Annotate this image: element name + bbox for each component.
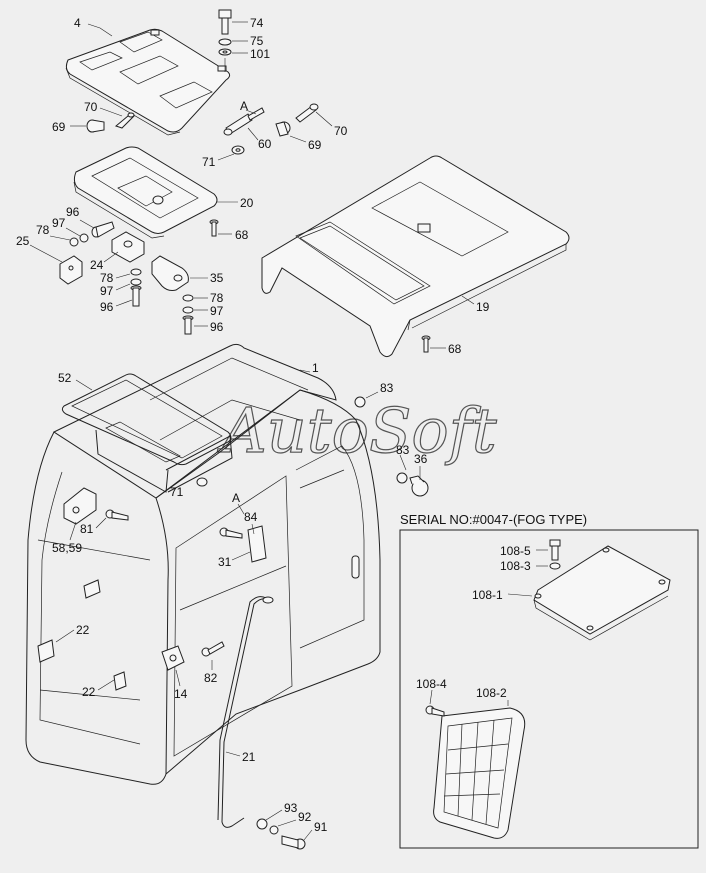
label-22-upper: 22 <box>76 623 90 637</box>
label-4: 4 <box>74 16 81 30</box>
bolt-74 <box>218 9 232 72</box>
label-71-frame: 71 <box>170 485 184 499</box>
washer-71-frame <box>196 477 208 487</box>
label-52: 52 <box>58 371 72 385</box>
bracket-35 <box>151 255 189 291</box>
pin-69-left <box>86 119 105 133</box>
label-83-lower: 83 <box>396 443 410 457</box>
bolt-108-4 <box>425 705 445 717</box>
label-75: 75 <box>250 34 264 48</box>
bolt-96-upper <box>91 221 115 238</box>
label-21: 21 <box>242 750 256 764</box>
washer-108-3 <box>549 562 561 570</box>
label-101: 101 <box>250 47 270 61</box>
bolt-82 <box>201 641 225 657</box>
fog-type-inset-box <box>399 529 699 849</box>
label-71-top: 71 <box>202 155 216 169</box>
bolt-31 <box>219 527 243 539</box>
label-82: 82 <box>204 671 218 685</box>
label-92: 92 <box>298 810 312 824</box>
label-78-lower-left: 78 <box>100 271 114 285</box>
label-97-upper: 97 <box>52 216 66 230</box>
screw-68-right <box>421 335 431 353</box>
label-74: 74 <box>250 16 264 30</box>
grommet-83-lower <box>396 472 408 484</box>
label-96-upper: 96 <box>66 205 80 219</box>
label-108-1: 108-1 <box>472 588 503 602</box>
label-20: 20 <box>240 196 254 210</box>
part-52-window-frame <box>61 373 233 493</box>
washer-97-lower-left <box>130 278 142 286</box>
grommet-83-upper <box>354 396 366 408</box>
pin-70-right <box>295 103 319 123</box>
label-91: 91 <box>314 820 328 834</box>
washer-93 <box>256 818 268 830</box>
bracket-24 <box>111 231 145 263</box>
label-97-lower-left: 97 <box>100 284 114 298</box>
washer-78-upper <box>69 237 79 247</box>
label-93: 93 <box>284 801 298 815</box>
label-22-lower: 22 <box>82 685 96 699</box>
pin-69-right <box>275 121 291 137</box>
label-84: 84 <box>244 510 258 524</box>
bolt-81 <box>105 509 129 521</box>
label-83-upper: 83 <box>380 381 394 395</box>
part-19-roof-cover <box>261 155 570 358</box>
bolt-96-right <box>182 315 194 335</box>
label-68-right: 68 <box>448 342 462 356</box>
label-108-4: 108-4 <box>416 677 447 691</box>
label-97-right: 97 <box>210 304 224 318</box>
label-70-left: 70 <box>84 100 98 114</box>
label-24: 24 <box>90 258 104 272</box>
washer-97-right <box>182 306 194 314</box>
label-69-left: 69 <box>52 120 66 134</box>
bracket-25 <box>59 255 83 285</box>
label-31: 31 <box>218 555 232 569</box>
label-108-5: 108-5 <box>500 544 531 558</box>
label-69-right: 69 <box>308 138 322 152</box>
label-96-lower-left: 96 <box>100 300 114 314</box>
label-25: 25 <box>16 234 30 248</box>
bolt-108-5 <box>549 539 561 561</box>
label-70-right: 70 <box>334 124 348 138</box>
label-36: 36 <box>414 452 428 466</box>
label-19: 19 <box>476 300 490 314</box>
washer-97-upper <box>79 233 89 243</box>
serial-note: SERIAL NO:#0047-(FOG TYPE) <box>400 512 587 527</box>
washer-92 <box>269 825 279 835</box>
label-35: 35 <box>210 271 224 285</box>
label-78-upper: 78 <box>36 223 50 237</box>
label-96-right: 96 <box>210 320 224 334</box>
part-20-frame <box>73 146 218 239</box>
label-78-right: 78 <box>210 291 224 305</box>
part-4-top-cover <box>65 28 231 136</box>
knob-36 <box>409 475 429 497</box>
label-1: 1 <box>312 361 319 375</box>
handrail-21 <box>217 596 274 828</box>
screw-68-left <box>209 219 219 237</box>
part-108-1-plate <box>533 545 671 641</box>
part-1-cab-frame <box>25 343 381 785</box>
label-A-frame: A <box>232 491 240 505</box>
bolt-91 <box>281 835 306 850</box>
washer-71-top <box>231 145 245 155</box>
bolt-96-lower-left <box>130 285 142 307</box>
washer-78-right <box>182 294 194 302</box>
label-81: 81 <box>80 522 94 536</box>
label-68-left: 68 <box>235 228 249 242</box>
part-108-2-grille <box>433 707 526 839</box>
washer-78-lower-left <box>130 268 142 276</box>
label-58-59: 58,59 <box>52 541 82 555</box>
label-60: 60 <box>258 137 272 151</box>
label-108-3: 108-3 <box>500 559 531 573</box>
label-108-2: 108-2 <box>476 686 507 700</box>
label-A-top: A <box>240 99 248 113</box>
label-14: 14 <box>174 687 188 701</box>
pin-70-left <box>114 112 135 129</box>
